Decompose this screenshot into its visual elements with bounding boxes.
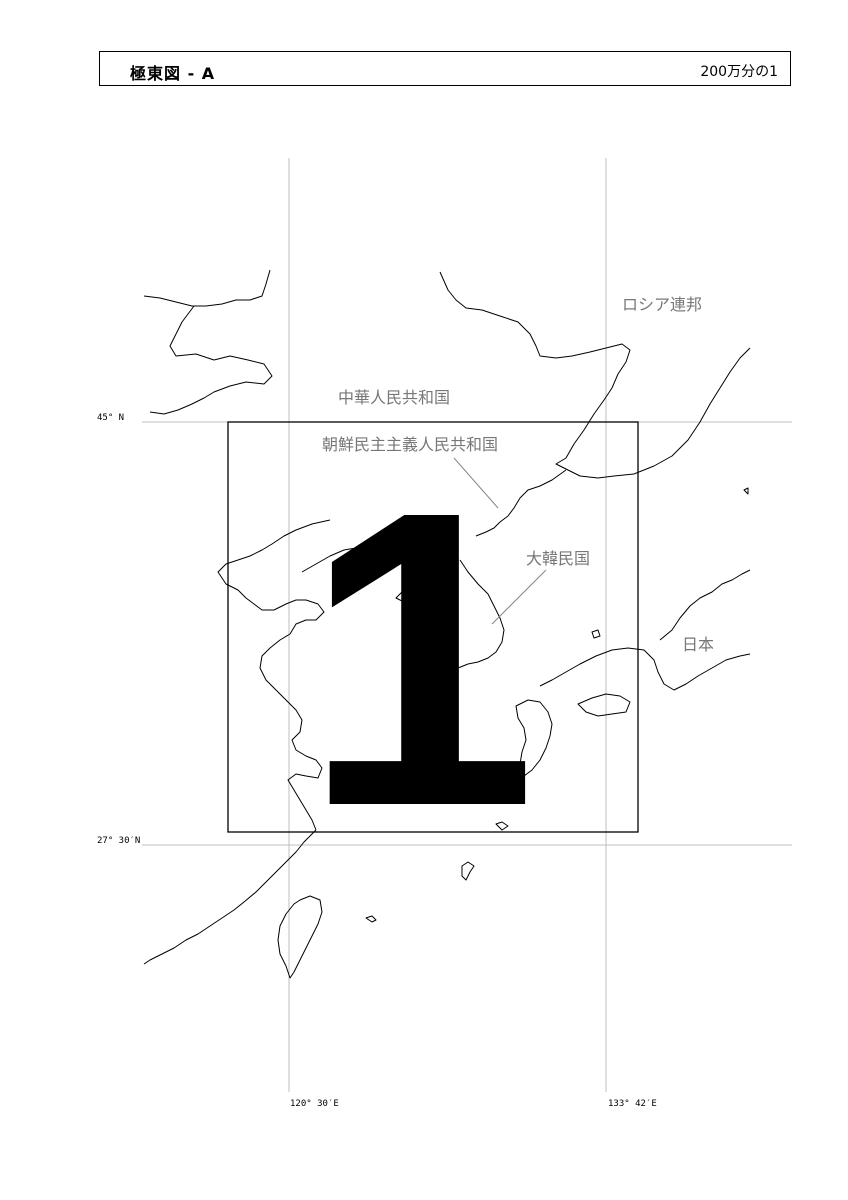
coastlines [143,269,751,979]
coast-island-3 [365,915,377,923]
coast-korea-west [457,559,505,669]
coast-korea-north [475,469,567,537]
label-lon-west: 120° 30′E [290,1099,339,1109]
coast-island-4 [591,629,601,639]
sheet-index-frame [227,421,639,833]
coast-taiwan [277,895,323,979]
coast-honshu [539,647,751,691]
coast-bohai-inner [301,543,419,603]
map-title: 極東図 - A [130,64,216,83]
label-china: 中華人民共和国 [338,388,450,407]
coast-inner-bay [149,305,273,415]
map-scale: 200万分の1 [700,64,778,80]
label-north-korea: 朝鮮民主主義人民共和国 [322,435,498,454]
coast-island-1 [495,821,509,831]
label-russia: ロシア連邦 [622,295,702,314]
sheet-number: 1 [303,425,537,894]
label-lat-north: 45° N [97,413,124,423]
coast-sea-of-okhotsk [439,271,751,479]
label-lat-south: 27° 30′N [97,836,140,846]
label-lon-east: 133° 42′E [608,1099,657,1109]
coast-kyushu [515,699,553,777]
label-south-korea: 大韓民国 [526,549,590,568]
coast-liaodong [217,519,331,831]
leader-south-korea [491,569,547,625]
map-header: 極東図 - A 200万分の1 [99,51,791,86]
label-japan: 日本 [682,635,714,654]
leader-north-korea [453,457,499,509]
coast-taiwan-strait [143,829,317,965]
coast-shikoku [577,693,631,717]
coast-bohai-north [143,269,271,307]
coast-honshu-north [659,569,751,641]
coast-island-2 [461,861,475,881]
coast-island-5 [743,487,749,495]
